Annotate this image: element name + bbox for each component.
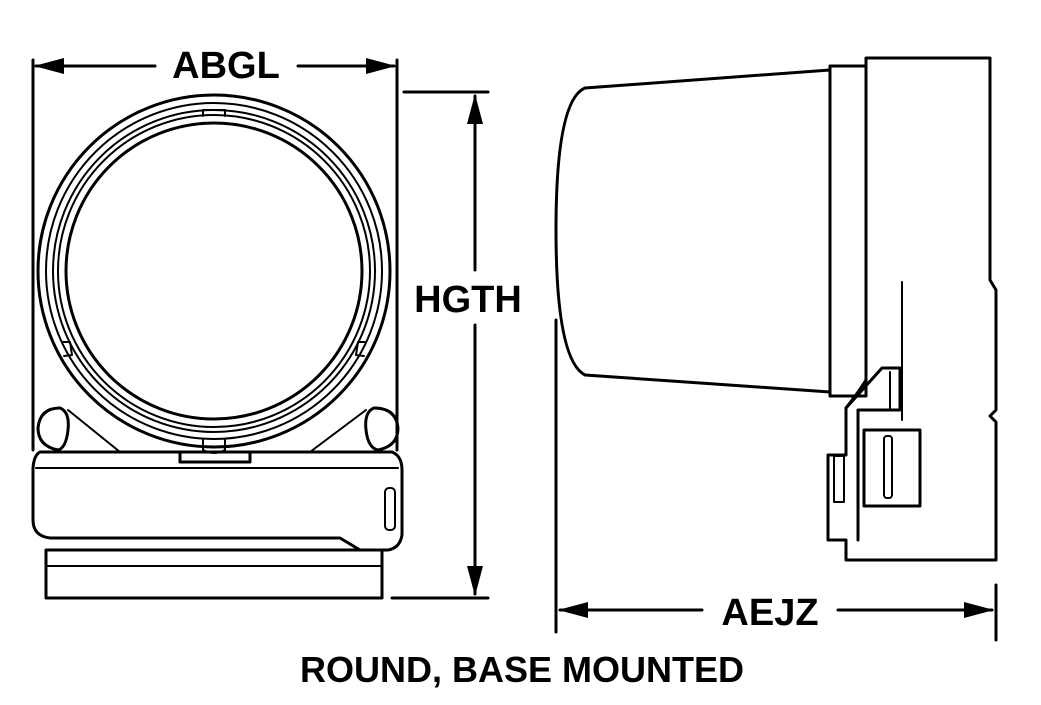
height-label: HGTH [414,279,522,321]
diagram-caption: ROUND, BASE MOUNTED [300,649,744,690]
top-notch [202,109,226,117]
side-housing [826,56,998,562]
height-dimension: HGTH [390,90,522,600]
base-indicator-slot [384,487,396,531]
front-view [31,58,404,600]
width-label: ABGL [172,45,280,87]
depth-label: AEJZ [721,592,818,634]
inner-ring [64,121,364,421]
lens-rings [36,93,392,454]
ring-4 [57,114,371,428]
side-lens [554,68,832,394]
mount-bracket [844,366,902,542]
latch-slot [883,435,893,499]
base-plate [44,548,384,600]
outer-ring [36,93,392,449]
side-clip [833,455,845,503]
depth-dimension: AEJZ [554,318,998,642]
right-mount-knob [309,406,400,453]
width-dimension: ABGL [34,45,396,87]
side-view [554,56,998,562]
lens-flange [828,64,868,398]
latch-box [862,428,922,508]
ring-3 [52,109,376,433]
left-mount-knob [36,406,121,453]
ring-2 [45,102,383,440]
right-notch [355,341,366,357]
base-housing [31,450,404,552]
left-notch [62,341,73,357]
